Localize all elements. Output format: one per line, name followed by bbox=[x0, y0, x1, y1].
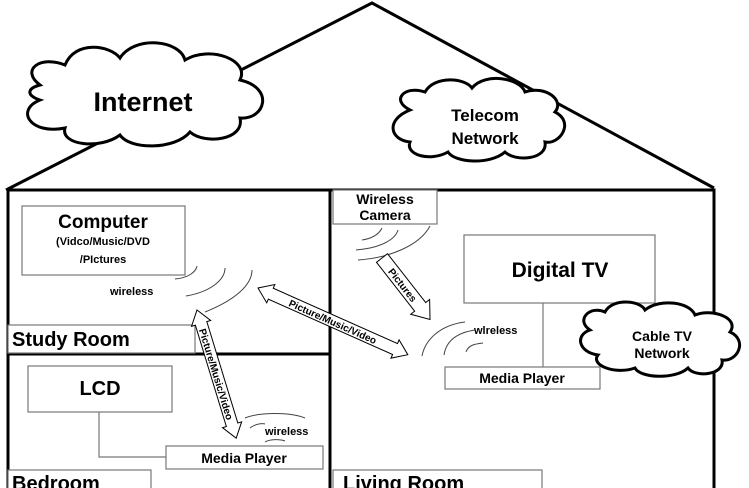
bedroom-media-player-box bbox=[165, 445, 324, 470]
wireless-signal-icon bbox=[355, 225, 431, 261]
wireless-signal-icon bbox=[174, 265, 253, 313]
living-media-player-box bbox=[444, 366, 601, 390]
digital-tv-label: Digital TV bbox=[512, 259, 609, 282]
computer-media-line: (Vidco/Music/DVD bbox=[56, 236, 150, 248]
computer-pictures-line: /PIctures bbox=[80, 254, 126, 266]
internet-label: Internet bbox=[93, 87, 192, 117]
camera-label-line1: Wireless bbox=[356, 191, 414, 207]
internet-cloud: Internet bbox=[26, 41, 264, 148]
cable-tv-label-line1: Cable TV bbox=[632, 328, 693, 344]
lcd-label: LCD bbox=[79, 378, 120, 400]
living-room-label-box bbox=[332, 469, 543, 488]
wireless-camera-box bbox=[332, 189, 438, 225]
study-room-label: Study Room bbox=[12, 329, 130, 351]
telecom-label-line2: Network bbox=[451, 129, 519, 148]
camera-label-line2: Camera bbox=[359, 207, 411, 223]
digital-tv-box bbox=[463, 234, 656, 304]
telecom-label-line1: Telecom bbox=[451, 106, 519, 125]
study-wireless-label: wireless bbox=[109, 286, 153, 298]
cable-tv-network-cloud: Cable TV Network bbox=[579, 300, 742, 378]
arrow-camera-to-player: Pictures bbox=[375, 252, 431, 321]
computer-title: Computer bbox=[58, 212, 148, 233]
bedroom-wireless-label: wireless bbox=[264, 426, 308, 438]
wireless-signal-icon bbox=[421, 321, 484, 357]
living-media-player-label: Media Player bbox=[479, 370, 565, 386]
lcd-box bbox=[27, 365, 173, 413]
bedroom-media-player-label: Media Player bbox=[201, 450, 287, 466]
double-arrow-study-to-living: Picture/Music/Video bbox=[257, 283, 409, 359]
bedroom-label-box bbox=[7, 469, 152, 488]
living-room-label: Living Room bbox=[343, 473, 464, 488]
computer-box bbox=[21, 205, 186, 276]
living-wireless-label: wlreless bbox=[473, 325, 517, 337]
double-arrow-study-to-bedroom: Picture/Music/Video bbox=[190, 309, 243, 439]
study-room-label-box bbox=[7, 324, 196, 354]
lcd-connection bbox=[98, 412, 166, 458]
bedroom-label: Bedroom bbox=[12, 473, 100, 488]
telecom-network-cloud: Telecom Network bbox=[391, 76, 567, 163]
arrow-label-study-to-bedroom: Picture/Music/Video bbox=[196, 328, 234, 422]
cable-tv-label-line2: Network bbox=[634, 345, 689, 361]
arrow-label-study-to-living: Picture/Music/Video bbox=[287, 298, 378, 347]
wireless-signal-icon bbox=[244, 413, 306, 443]
